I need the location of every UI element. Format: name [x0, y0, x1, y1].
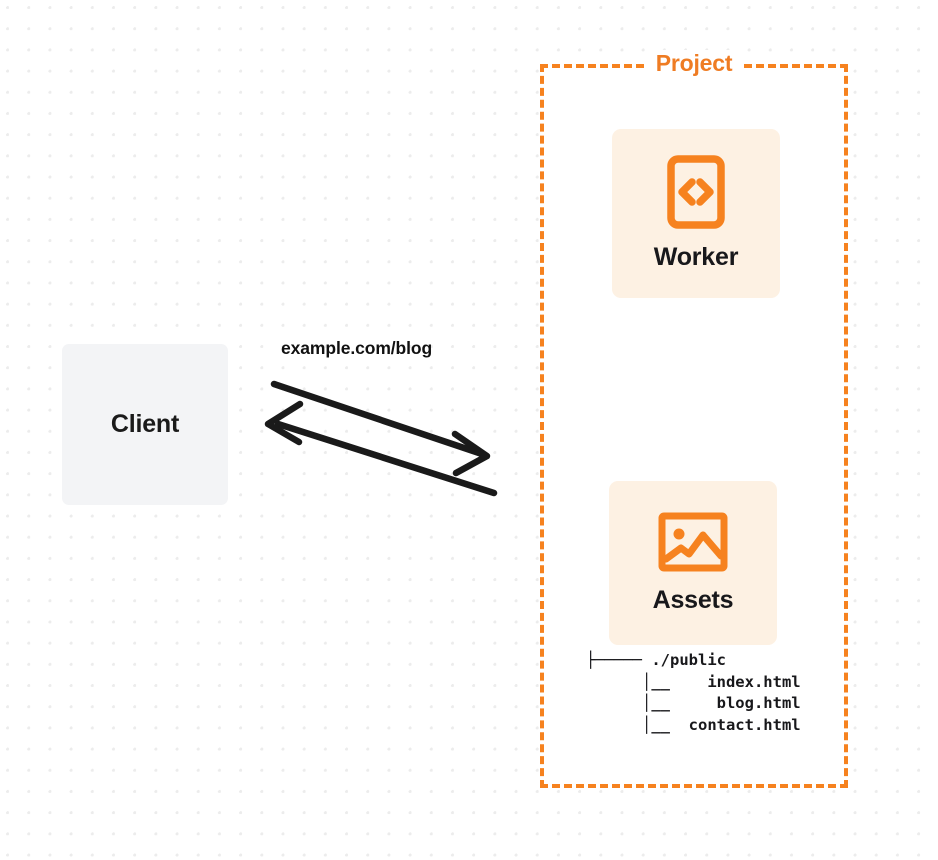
code-brackets-icon — [667, 155, 725, 234]
client-label: Client — [110, 410, 180, 438]
image-icon — [658, 512, 728, 577]
file-tree-line-index: │__ index.html — [586, 672, 801, 691]
worker-label: Worker — [653, 243, 739, 271]
file-tree-line-root: ├───── ./public — [586, 651, 726, 669]
client-node[interactable]: Client — [62, 344, 228, 505]
assets-card[interactable]: Assets — [609, 481, 777, 645]
project-title-text: Project — [646, 50, 742, 76]
request-arrow — [270, 380, 491, 477]
assets-file-tree: ├───── ./public │__ index.html │__ blog.… — [586, 650, 801, 736]
edge-label-url: example.com/blog — [281, 338, 433, 358]
project-title: Project — [540, 50, 848, 77]
file-tree-line-blog: │__ blog.html — [586, 694, 801, 712]
assets-label: Assets — [652, 585, 734, 614]
response-arrow — [264, 400, 498, 497]
worker-card[interactable]: Worker — [612, 129, 780, 298]
file-tree-line-contact: │__ contact.html — [586, 715, 801, 734]
